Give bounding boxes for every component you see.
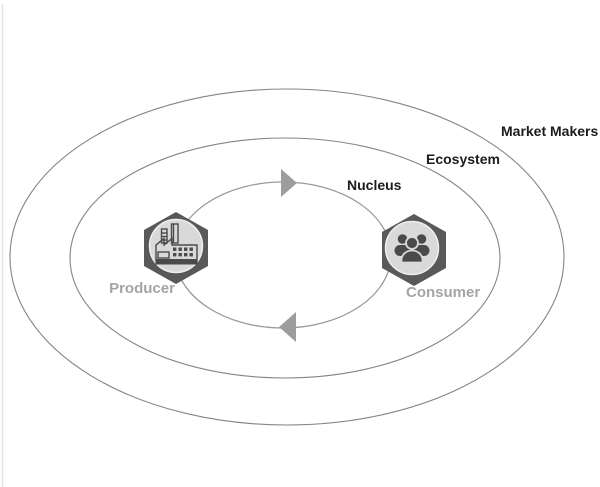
arrow-left-icon bbox=[279, 312, 296, 342]
producer-node bbox=[144, 212, 208, 284]
producer-icon-circle bbox=[148, 218, 204, 274]
ring-label-market-makers: Market Makers bbox=[501, 123, 599, 139]
ring-market-makers bbox=[9, 88, 565, 426]
factory-icon bbox=[155, 223, 198, 265]
ring-label-ecosystem: Ecosystem bbox=[426, 151, 500, 167]
ring-ecosystem bbox=[69, 137, 501, 379]
arrow-right-icon bbox=[281, 169, 297, 197]
consumer-label: Consumer bbox=[406, 284, 481, 301]
producer-label: Producer bbox=[109, 280, 175, 297]
ring-label-nucleus: Nucleus bbox=[347, 177, 402, 193]
consumer-node bbox=[382, 214, 446, 286]
people-icon bbox=[394, 234, 430, 264]
